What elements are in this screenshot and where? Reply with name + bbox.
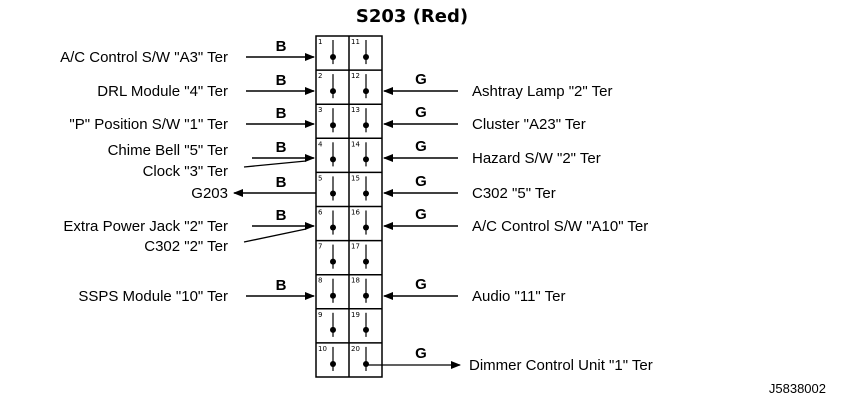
left-terminal-label: C302 "2" Ter — [144, 238, 228, 255]
wire-junction-line — [243, 160, 307, 168]
wire-color-label: B — [276, 139, 287, 156]
pin-number: 7 — [318, 243, 322, 251]
pin-dot — [330, 54, 336, 61]
pin-dot — [363, 88, 369, 95]
pin-number: 10 — [318, 345, 327, 353]
diagram-title: S203 (Red) — [356, 6, 468, 27]
pin-dot — [363, 190, 369, 197]
pin-number: 15 — [351, 174, 360, 182]
wire-color-label: B — [276, 105, 287, 122]
pin-dot — [363, 326, 369, 333]
wire-color-label: G — [415, 206, 427, 223]
left-terminal-label: A/C Control S/W "A3" Ter — [60, 49, 228, 66]
right-terminal-label: Hazard S/W "2" Ter — [472, 150, 601, 167]
pin-number: 18 — [351, 277, 360, 285]
pin-number: 2 — [318, 72, 322, 80]
pin-number: 13 — [351, 106, 360, 114]
wire-color-label: G — [415, 173, 427, 190]
wire-color-label: B — [276, 207, 287, 224]
right-terminal-label: Audio "11" Ter — [472, 288, 566, 305]
pin-number: 17 — [351, 243, 360, 251]
pin-number: 19 — [351, 311, 360, 319]
right-terminal-label: Ashtray Lamp "2" Ter — [472, 83, 612, 100]
pin-dot — [363, 156, 369, 163]
wire-color-label: G — [415, 71, 427, 88]
pin-number: 14 — [351, 140, 360, 148]
right-terminal-label: A/C Control S/W "A10" Ter — [472, 218, 648, 235]
left-terminal-label: Chime Bell "5" Ter — [108, 142, 228, 159]
pin-number: 6 — [318, 209, 323, 217]
pin-number: 4 — [318, 140, 323, 148]
right-terminal-label: Cluster "A23" Ter — [472, 116, 586, 133]
pin-dot — [363, 54, 369, 61]
wire-color-label: B — [276, 72, 287, 89]
pin-number: 12 — [351, 72, 360, 80]
pin-dot — [363, 224, 369, 231]
pin-dot — [330, 122, 336, 129]
wire-color-label: B — [276, 38, 287, 55]
pin-dot — [330, 292, 336, 299]
pin-dot — [330, 326, 336, 333]
figure-code: J5838002 — [769, 381, 826, 396]
pin-number: 11 — [351, 38, 360, 46]
wire-color-label: B — [276, 277, 287, 294]
pin-dot — [330, 224, 336, 231]
right-terminal-label: Dimmer Control Unit "1" Ter — [469, 357, 653, 374]
pin-number: 9 — [318, 311, 322, 319]
pin-dot — [363, 122, 369, 129]
pin-dot — [330, 360, 336, 367]
left-terminal-label: Clock "3" Ter — [143, 163, 228, 180]
pin-number: 5 — [318, 174, 322, 182]
left-terminal-label: SSPS Module "10" Ter — [78, 288, 228, 305]
pin-number: 20 — [351, 345, 360, 353]
pin-dot — [330, 156, 336, 163]
wire-color-label: G — [415, 138, 427, 155]
wire-color-label: G — [415, 345, 427, 362]
pin-dot — [330, 88, 336, 95]
pin-number: 3 — [318, 106, 322, 114]
wire-junction-line — [243, 228, 307, 243]
left-terminal-label: G203 — [191, 185, 228, 202]
left-terminal-label: DRL Module "4" Ter — [97, 83, 228, 100]
pin-number: 16 — [351, 209, 360, 217]
left-terminal-label: Extra Power Jack "2" Ter — [63, 218, 228, 235]
pin-dot — [330, 258, 336, 265]
pin-number: 8 — [318, 277, 322, 285]
left-terminal-label: "P" Position S/W "1" Ter — [69, 116, 228, 133]
wire-color-label: G — [415, 276, 427, 293]
wire-color-label: B — [276, 174, 287, 191]
pin-dot — [363, 292, 369, 299]
right-terminal-label: C302 "5" Ter — [472, 185, 556, 202]
pin-dot — [363, 258, 369, 265]
pin-dot — [330, 190, 336, 197]
pin-dot — [363, 360, 369, 367]
wire-color-label: G — [415, 104, 427, 121]
pin-number: 1 — [318, 38, 322, 46]
